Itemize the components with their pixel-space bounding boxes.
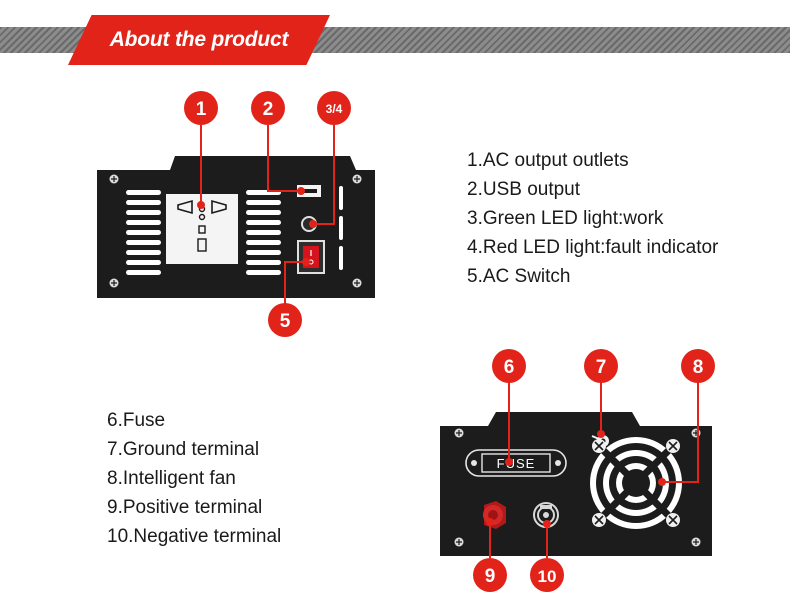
- vent-slots-right: [339, 186, 343, 270]
- rear-panel-legend: 6.Fuse 7.Ground terminal 8.Intelligent f…: [107, 406, 281, 551]
- svg-text:2: 2: [263, 99, 274, 120]
- vent-slots-middle: [246, 190, 281, 275]
- fan-icon: [590, 437, 682, 529]
- callout-badge-6: 6: [492, 349, 526, 383]
- callout-lines-bottom: [486, 382, 699, 558]
- svg-text:10: 10: [538, 567, 557, 586]
- callout-badge-2: 2: [251, 91, 285, 125]
- callout-badge-5: 5: [268, 303, 302, 337]
- legend-item: 3.Green LED light:work: [467, 208, 664, 229]
- callout-badge-1: 1: [184, 91, 218, 125]
- callout-badge-9: 9: [473, 558, 507, 592]
- legend-item: 7.Ground terminal: [107, 439, 260, 460]
- legend-item: 6.Fuse: [107, 410, 166, 431]
- svg-text:3/4: 3/4: [326, 102, 343, 116]
- callout-badge-10: 10: [530, 558, 564, 592]
- callout-badge-7: 7: [584, 349, 618, 383]
- section-title-tab: About the product: [68, 15, 330, 65]
- svg-text:1: 1: [196, 99, 207, 120]
- screw-icon: [109, 174, 362, 288]
- svg-text:8: 8: [693, 357, 704, 378]
- legend-item: 5.AC Switch: [467, 266, 571, 287]
- front-panel-legend: 1.AC output outlets 2.USB output 3.Green…: [467, 146, 718, 291]
- legend-item: 10.Negative terminal: [107, 526, 282, 547]
- positive-terminal-icon: [483, 501, 506, 529]
- callout-badge-8: 8: [681, 349, 715, 383]
- svg-text:5: 5: [280, 311, 291, 332]
- fuse-label: FUSE: [497, 456, 536, 471]
- svg-text:6: 6: [504, 357, 515, 378]
- legend-item: 4.Red LED light:fault indicator: [467, 237, 719, 258]
- vent-slots-left: [126, 190, 161, 275]
- rear-panel: FUSE: [440, 412, 712, 556]
- legend-item: 2.USB output: [467, 179, 581, 200]
- svg-text:7: 7: [596, 357, 607, 378]
- svg-text:9: 9: [485, 566, 496, 587]
- legend-item: 9.Positive terminal: [107, 497, 263, 518]
- ac-switch-icon: [297, 240, 325, 274]
- legend-item: 1.AC output outlets: [467, 150, 629, 171]
- section-title: About the product: [109, 28, 289, 51]
- callout-lines-top: [197, 125, 335, 304]
- legend-item: 8.Intelligent fan: [107, 468, 236, 489]
- callout-badge-3-4: 3/4: [317, 91, 351, 125]
